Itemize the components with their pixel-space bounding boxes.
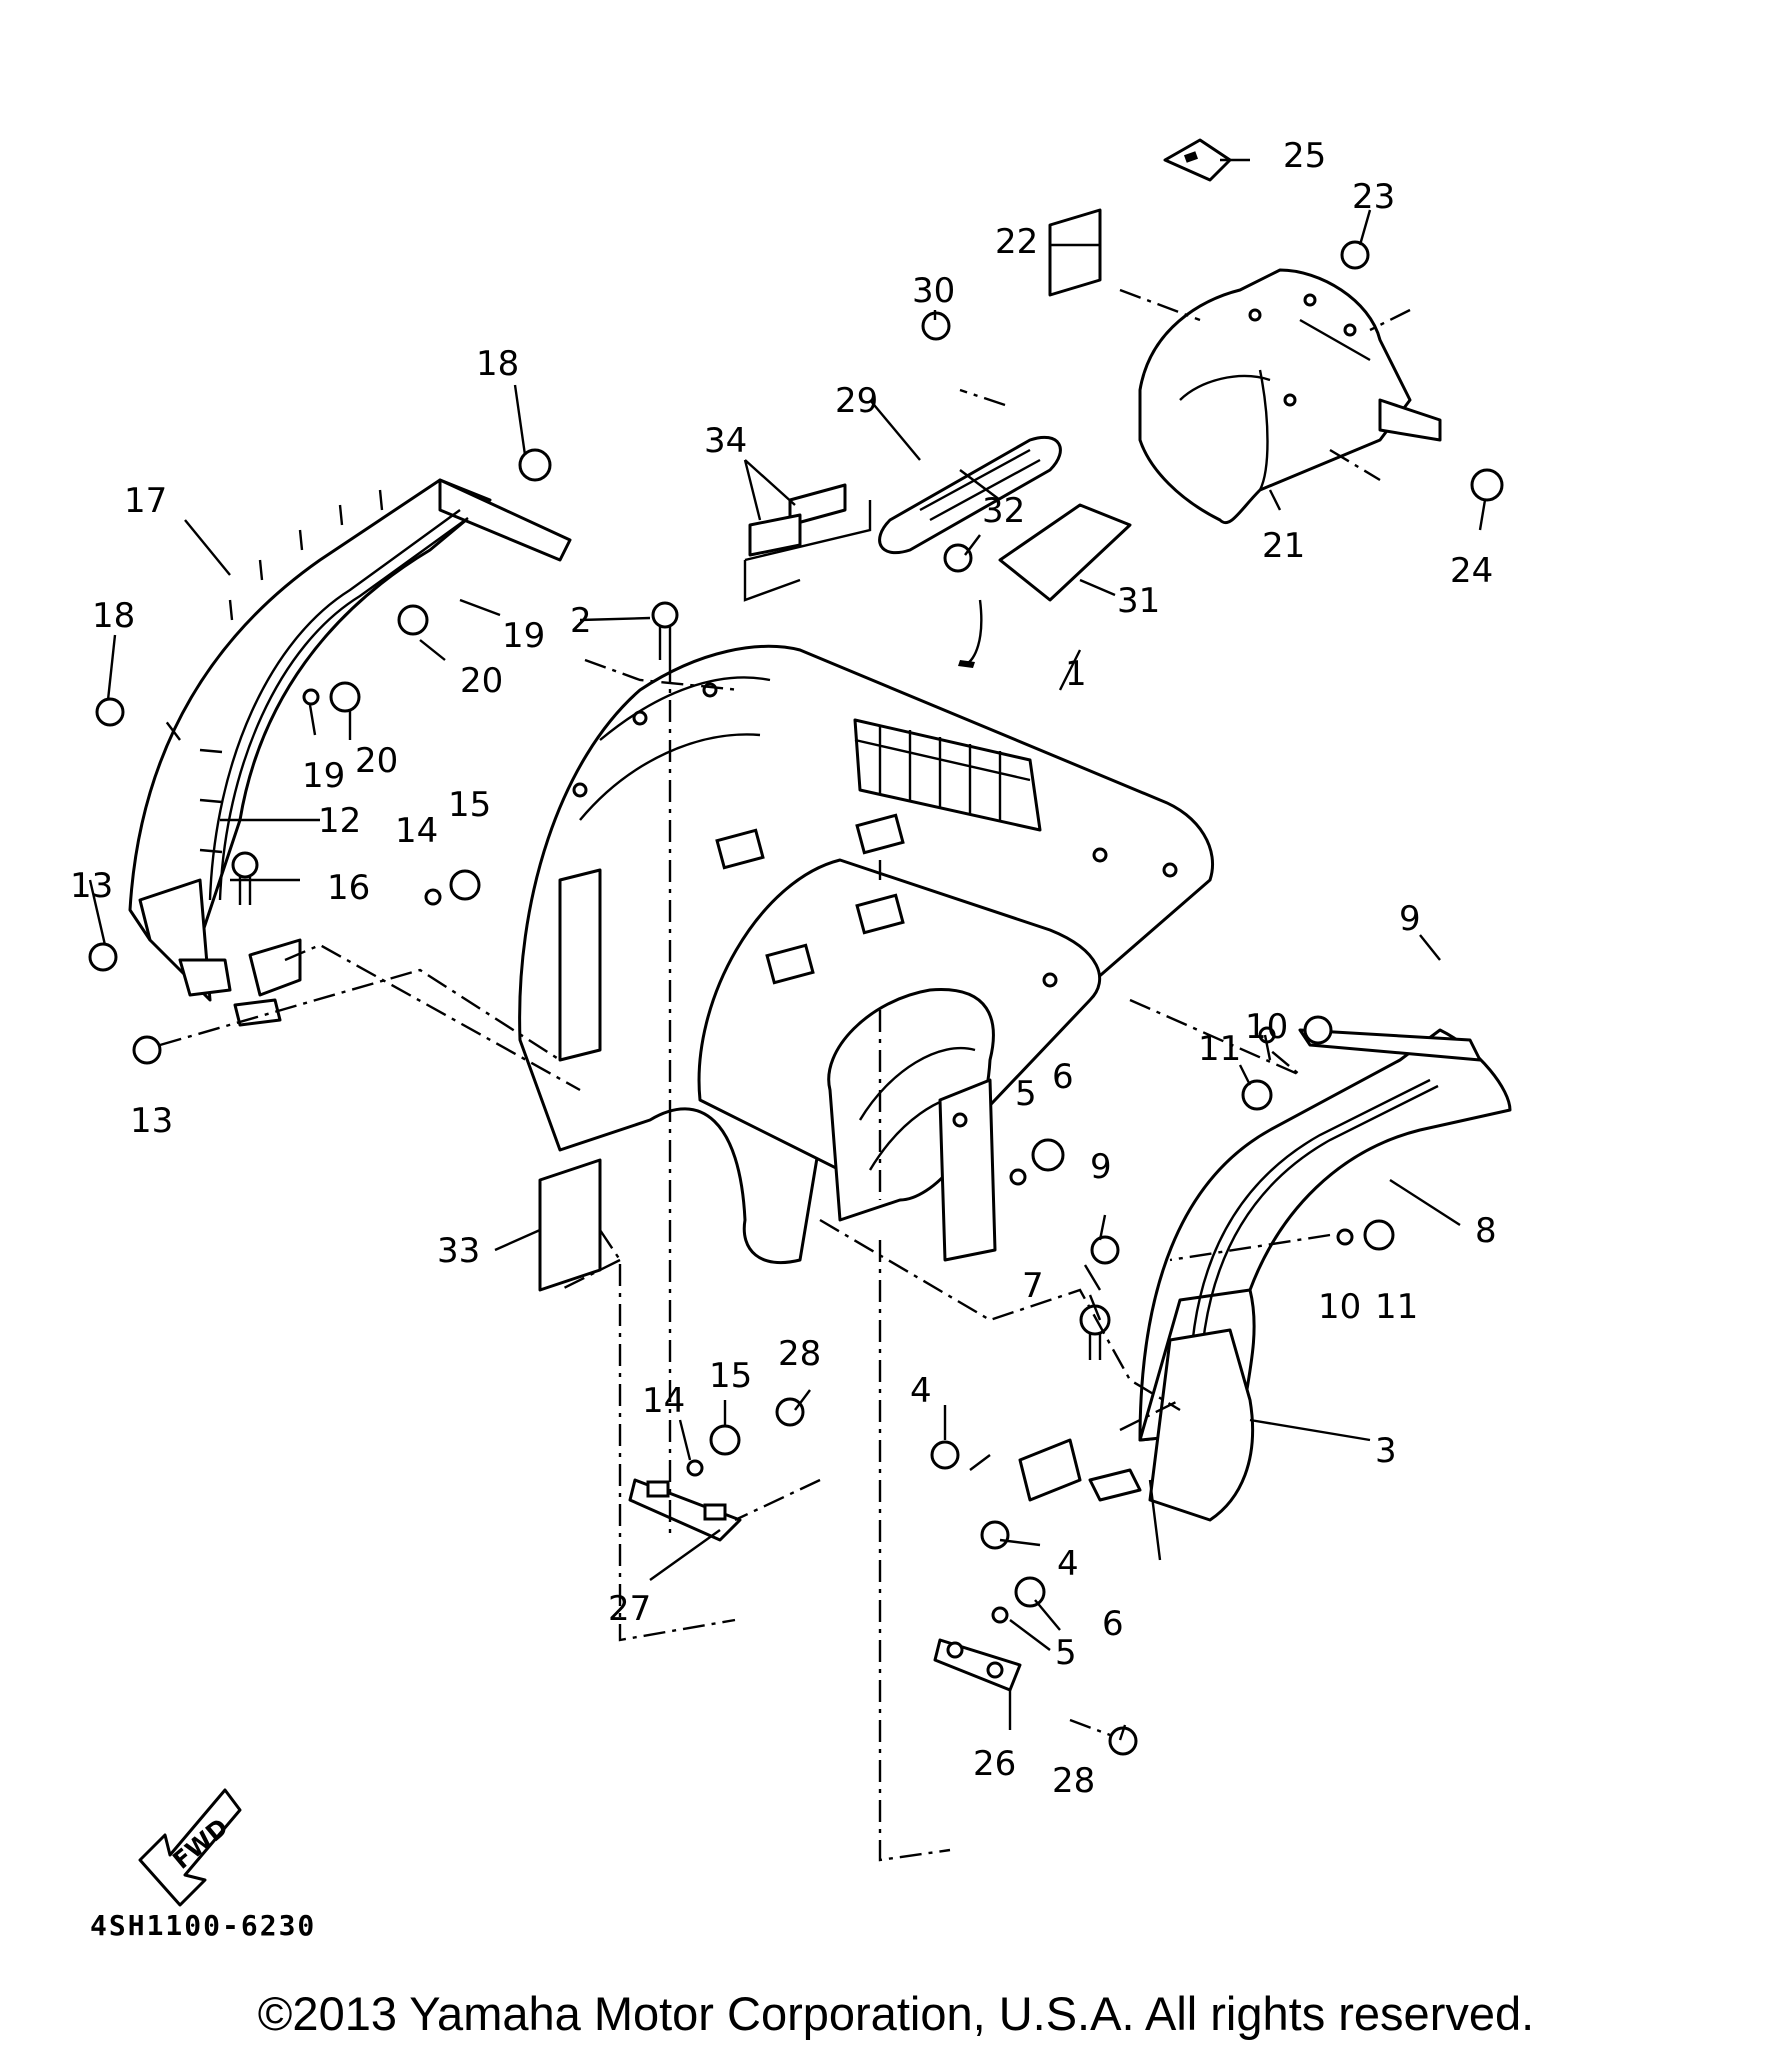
callout-label: 23	[1352, 177, 1395, 217]
callout-label: 14	[395, 811, 438, 851]
callout-label: 17	[124, 481, 167, 521]
callout-label: 13	[130, 1101, 173, 1141]
callout-label: 11	[1375, 1287, 1418, 1327]
callout-label: 4	[1057, 1544, 1079, 1584]
callout-label: 6	[1052, 1057, 1074, 1097]
front-lower-guard	[1148, 1328, 1255, 1522]
callout-label: 14	[642, 1381, 685, 1421]
callout-label: 5	[1055, 1633, 1077, 1673]
assembly-lines	[159, 288, 1411, 1862]
callout-label: 8	[1475, 1211, 1497, 1251]
bracket-27	[628, 1478, 742, 1542]
callout-label: 2	[570, 601, 592, 641]
callout-label: 22	[995, 222, 1038, 262]
fwd-direction-arrow-icon: FWD	[138, 1788, 242, 1907]
callout-label: 16	[327, 868, 370, 908]
callout-label: 5	[1015, 1074, 1037, 1114]
callout-label: 28	[778, 1334, 821, 1374]
panel-33	[538, 1158, 602, 1292]
callout-label: 30	[912, 271, 955, 311]
callout-label: 12	[318, 801, 361, 841]
part-code: 4SH1100-6230	[90, 1909, 316, 1942]
bracket-29	[878, 435, 1062, 555]
callout-label: 9	[1090, 1147, 1112, 1187]
callout-label: 18	[92, 596, 135, 636]
callout-label: 25	[1283, 136, 1326, 176]
callout-label: 9	[1399, 899, 1421, 939]
left-edging-strip	[199, 489, 469, 901]
cover-31	[958, 503, 1132, 668]
callout-label: 15	[448, 785, 491, 825]
callout-label: 15	[709, 1356, 752, 1396]
callout-label: 11	[1198, 1029, 1241, 1069]
callout-label: 19	[302, 756, 345, 796]
bracket-26	[933, 1638, 1022, 1692]
callout-label: 33	[437, 1231, 480, 1271]
callout-label: 20	[460, 661, 503, 701]
callout-label: 7	[1022, 1266, 1044, 1306]
callout-label: 6	[1102, 1604, 1124, 1644]
callout-label: 21	[1262, 526, 1305, 566]
callout-label: 3	[1375, 1431, 1397, 1471]
callout-label: 18	[476, 344, 519, 384]
callout-label: 13	[70, 866, 113, 906]
bolts-and-nuts	[88, 240, 1504, 1756]
callout-label: 27	[608, 1589, 651, 1629]
callout-label: 4	[910, 1371, 932, 1411]
bolt-16	[231, 851, 259, 905]
rear-fender-main	[518, 644, 1215, 1265]
copyright-notice: ©2013 Yamaha Motor Corporation, U.S.A. A…	[257, 1987, 1535, 2040]
callout-label: 1	[1065, 654, 1087, 694]
callout-label: 24	[1450, 551, 1493, 591]
bracket-lower-right	[1018, 1438, 1142, 1502]
callout-label: 28	[1052, 1761, 1095, 1801]
callout-label: 20	[355, 741, 398, 781]
callout-label: 10	[1245, 1007, 1288, 1047]
bolt-2	[651, 601, 679, 660]
bracket-lower-left	[178, 938, 302, 1027]
callout-label: 10	[1318, 1287, 1361, 1327]
pads-34	[743, 483, 872, 602]
callout-label: 31	[1117, 581, 1160, 621]
leader-lines	[88, 158, 1487, 1741]
label-22	[1048, 208, 1102, 297]
callout-label: 32	[982, 491, 1025, 531]
callout-label: 26	[973, 1744, 1016, 1784]
callout-labels: 1 2 3 4 4 5 5 6 6 7 8 9 9 10 10 11 11 12…	[70, 136, 1497, 1801]
callout-label: 19	[502, 616, 545, 656]
rear-cover	[1138, 268, 1442, 525]
callout-label: 29	[835, 381, 878, 421]
callout-label: 34	[704, 421, 747, 461]
